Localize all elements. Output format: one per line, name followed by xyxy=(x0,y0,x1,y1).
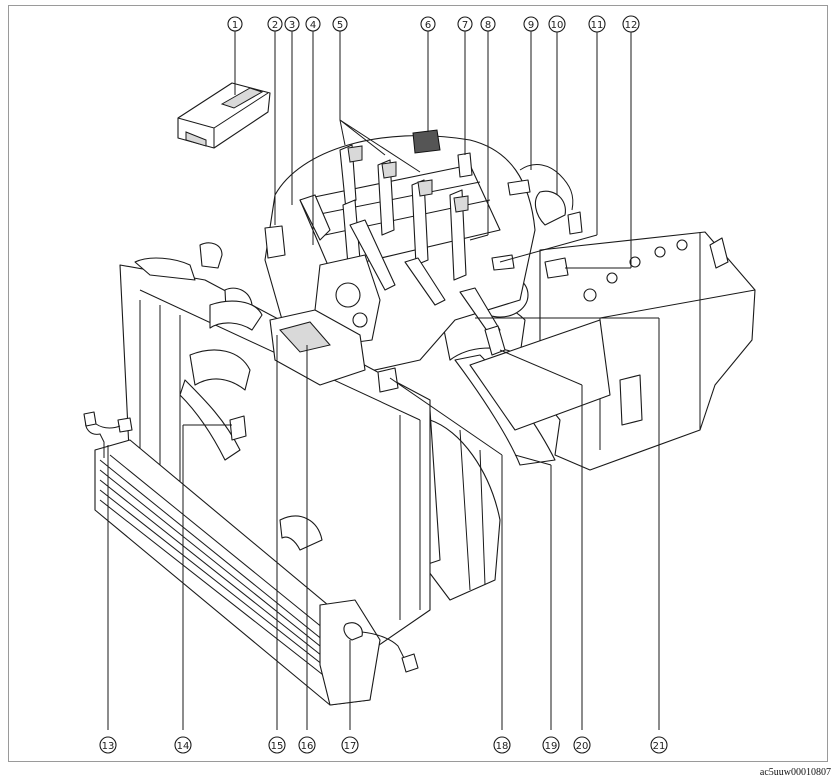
callouts: 1 2 3 4 5 6 7 8 9 10 11 12 13 14 15 16 1… xyxy=(99,15,668,754)
reference-code: ac5uuw00010807 xyxy=(759,767,831,778)
svg-text:3: 3 xyxy=(289,20,295,31)
svg-text:19: 19 xyxy=(545,741,558,752)
injectors xyxy=(299,144,506,356)
coolant-hoses xyxy=(179,300,323,551)
svg-text:8: 8 xyxy=(485,20,491,31)
callout-12: 12 xyxy=(622,15,640,33)
svg-text:14: 14 xyxy=(177,741,190,752)
svg-text:20: 20 xyxy=(576,741,589,752)
callout-10: 10 xyxy=(548,15,566,33)
callout-2: 2 xyxy=(267,16,283,32)
callout-8: 8 xyxy=(480,16,496,32)
callout-18: 18 xyxy=(493,736,511,754)
callout-7: 7 xyxy=(457,16,473,32)
svg-text:7: 7 xyxy=(462,20,468,31)
svg-text:9: 9 xyxy=(528,20,534,31)
callout-4: 4 xyxy=(305,16,321,32)
leader-lines xyxy=(107,31,660,730)
svg-text:18: 18 xyxy=(496,741,509,752)
callout-20: 20 xyxy=(573,736,591,754)
callout-17: 17 xyxy=(341,736,359,754)
sensors xyxy=(412,129,583,279)
diagram-frame xyxy=(8,5,828,762)
svg-text:5: 5 xyxy=(337,20,343,31)
callout-6: 6 xyxy=(420,16,436,32)
callout-13: 13 xyxy=(99,736,117,754)
svg-text:6: 6 xyxy=(425,20,431,31)
callout-16: 16 xyxy=(298,736,316,754)
svg-text:15: 15 xyxy=(271,741,284,752)
svg-text:11: 11 xyxy=(591,20,604,31)
callout-19: 19 xyxy=(542,736,560,754)
svg-text:10: 10 xyxy=(551,20,564,31)
sensor-harnesses xyxy=(83,411,419,673)
callout-15: 15 xyxy=(268,736,286,754)
callout-14: 14 xyxy=(174,736,192,754)
callout-9: 9 xyxy=(523,16,539,32)
svg-text:16: 16 xyxy=(301,741,314,752)
svg-text:4: 4 xyxy=(310,20,316,31)
svg-text:17: 17 xyxy=(344,741,357,752)
svg-text:2: 2 xyxy=(272,20,278,31)
engine-illustration xyxy=(83,82,756,706)
svg-text:13: 13 xyxy=(102,741,115,752)
callout-1: 1 xyxy=(227,16,243,32)
callout-5: 5 xyxy=(332,16,348,32)
callout-21: 21 xyxy=(650,736,668,754)
callout-3: 3 xyxy=(284,16,300,32)
svg-text:12: 12 xyxy=(625,20,638,31)
svg-text:1: 1 xyxy=(232,20,238,31)
callout-11: 11 xyxy=(588,15,606,33)
engine-control-unit xyxy=(177,82,271,149)
svg-text:21: 21 xyxy=(653,741,666,752)
pump-cluster xyxy=(264,225,399,393)
